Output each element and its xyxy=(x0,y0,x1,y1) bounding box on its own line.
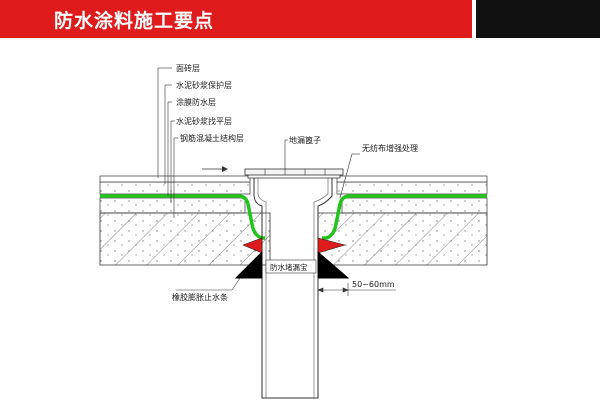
leak-ring-label-box xyxy=(265,259,317,274)
page-title: 防水涂料施工要点 xyxy=(54,10,215,32)
label-floor-drain: 地漏篦子 xyxy=(289,135,321,145)
label-tile-layer: 面砖层 xyxy=(176,63,200,73)
waterproof-membrane-left xyxy=(100,194,265,240)
rubber-strip-leader-line xyxy=(231,277,241,291)
label-membrane-layer: 涂膜防水层 xyxy=(176,97,216,107)
leveling-layer xyxy=(99,197,488,214)
drain-grate xyxy=(244,168,344,176)
label-dimension: 50~60mm xyxy=(352,280,395,289)
waterproof-membrane-right xyxy=(322,194,487,240)
waterstop-strip-right xyxy=(317,250,350,279)
label-structural-layer: 钢筋混凝土结构层 xyxy=(180,133,244,143)
floor-drain-section-diagram: 面砖层 水泥砂浆保护层 涂膜防水层 水泥砂浆找平层 钢筋混凝土结构层 地漏篦子 … xyxy=(99,63,488,399)
label-leveling-layer: 水泥砂浆找平层 xyxy=(176,116,232,126)
flow-arrow xyxy=(202,166,228,172)
label-protection-layer: 水泥砂浆保护层 xyxy=(176,80,232,90)
leak-sealant-left xyxy=(242,237,263,254)
label-rubber-strip: 橡胶膨胀止水条 xyxy=(172,292,228,302)
drain-pipe xyxy=(261,278,319,398)
layer-leader-lines xyxy=(157,67,178,218)
concrete-slab xyxy=(99,212,488,266)
dimension-marker xyxy=(317,283,396,296)
label-leak-plug: 防水堵漏宝 xyxy=(270,262,308,272)
header-red-band xyxy=(0,0,472,38)
protection-and-tile-layers xyxy=(99,175,488,195)
header-black-band xyxy=(476,0,600,38)
header-bar: 防水涂料施工要点 xyxy=(0,0,600,38)
reinforcement-leader-line xyxy=(339,153,353,199)
waterstop-strip-left xyxy=(234,250,263,279)
label-reinforcement: 无纺布增强处理 xyxy=(362,143,418,153)
leak-sealant-right xyxy=(317,237,347,254)
